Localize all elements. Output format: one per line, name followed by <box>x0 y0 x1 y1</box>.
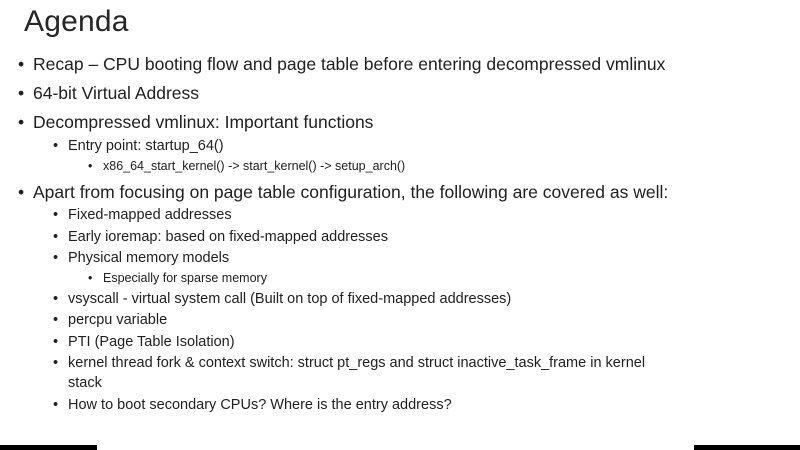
bullet-icon: • <box>53 207 59 223</box>
bullet-icon: • <box>53 355 59 371</box>
list-item-text: Entry point: startup_64() <box>68 137 224 154</box>
bottom-right-edge-bar <box>694 445 800 450</box>
list-item: • kernel thread fork & context switch: st… <box>18 353 798 393</box>
slide-title: Agenda <box>24 5 129 38</box>
list-item-text: x86_64_start_kernel() -> start_kernel() … <box>103 158 406 173</box>
bullet-icon: • <box>18 112 25 132</box>
list-item: • Fixed-mapped addresses <box>18 205 798 225</box>
list-item-text: Physical memory models <box>68 250 230 266</box>
list-item-text: Recap – CPU booting flow and page table … <box>33 54 666 74</box>
list-item-text: Especially for sparse memory <box>103 271 267 285</box>
list-item: • Entry point: startup_64() <box>18 136 798 156</box>
agenda-list: • Recap – CPU booting flow and page table… <box>18 47 798 415</box>
list-item-text: vsyscall - virtual system call (Built on… <box>68 290 512 307</box>
list-item-text: percpu variable <box>68 312 168 328</box>
bullet-icon: • <box>18 54 25 74</box>
list-item-text: 64-bit Virtual Address <box>33 83 200 103</box>
list-item-text: Fixed-mapped addresses <box>68 207 232 223</box>
bullet-icon: • <box>53 137 59 154</box>
bullet-icon: • <box>53 250 59 266</box>
bullet-icon: • <box>18 83 25 103</box>
bullet-icon: • <box>18 181 25 202</box>
list-item: • Decompressed vmlinux: Important functio… <box>18 111 798 134</box>
list-item: • Recap – CPU booting flow and page table… <box>18 53 798 76</box>
list-item-text: Decompressed vmlinux: Important function… <box>33 112 374 132</box>
list-item: • PTI (Page Table Isolation) <box>18 332 798 352</box>
list-item: • x86_64_start_kernel() -> start_kernel()… <box>18 157 798 175</box>
bullet-icon: • <box>53 396 59 413</box>
bullet-icon: • <box>88 158 93 173</box>
list-item: • How to boot secondary CPUs? Where is th… <box>18 395 798 415</box>
list-item: • Apart from focusing on page table confi… <box>18 181 798 204</box>
list-item: • vsyscall - virtual system call (Built o… <box>18 289 798 309</box>
bullet-icon: • <box>53 228 59 245</box>
list-item-text: PTI (Page Table Isolation) <box>68 333 235 350</box>
list-item-text: How to boot secondary CPUs? Where is the… <box>68 396 452 413</box>
list-item-text: Apart from focusing on page table config… <box>33 181 669 202</box>
list-item: • Early ioremap: based on fixed-mapped ad… <box>18 227 798 247</box>
list-item-text: Early ioremap: based on fixed-mapped add… <box>68 228 388 245</box>
bullet-icon: • <box>53 312 59 328</box>
bullet-icon: • <box>88 271 93 285</box>
bottom-left-edge-bar <box>0 445 97 450</box>
list-item: • percpu variable <box>18 310 798 330</box>
bullet-icon: • <box>53 333 59 350</box>
list-item: • Physical memory models <box>18 248 798 268</box>
list-item: • 64-bit Virtual Address <box>18 82 798 105</box>
list-item: • Especially for sparse memory <box>18 269 798 287</box>
list-item-text: kernel thread fork & context switch: str… <box>68 355 646 391</box>
bullet-icon: • <box>53 290 59 307</box>
